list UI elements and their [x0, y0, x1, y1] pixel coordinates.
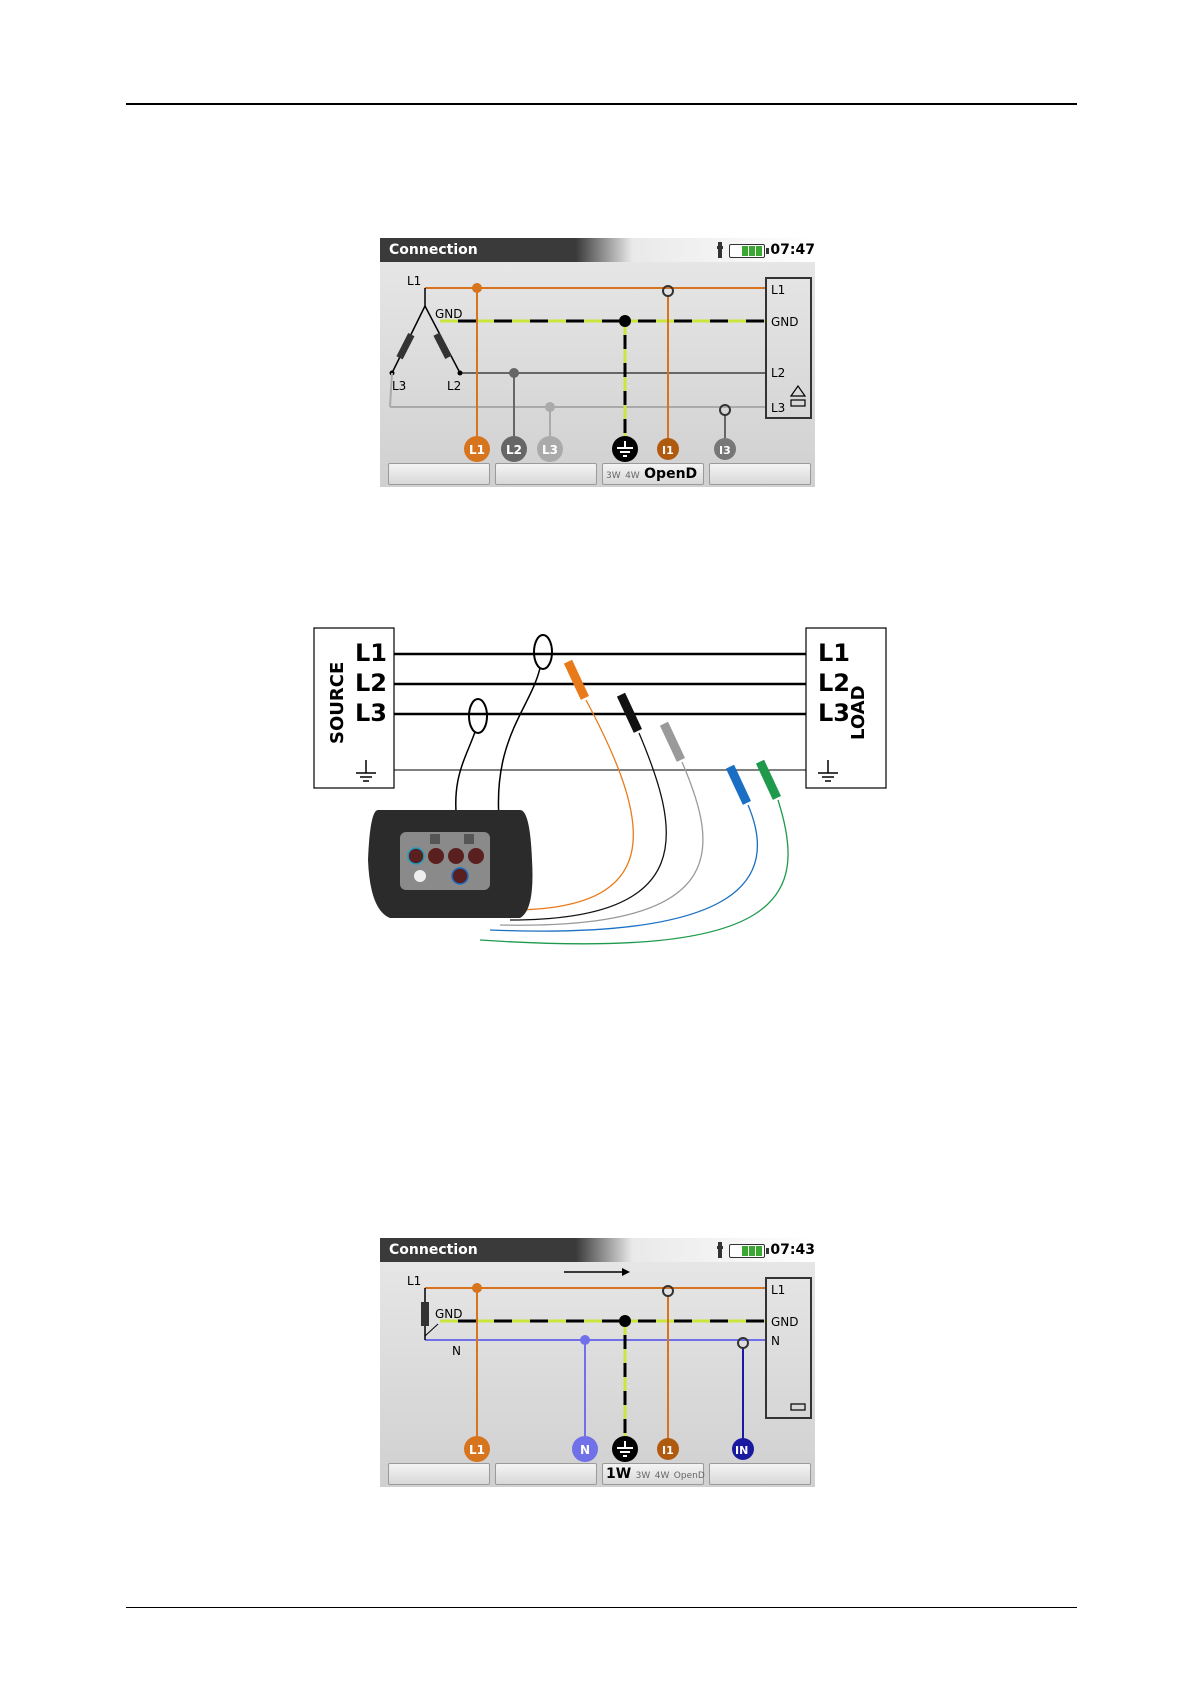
softkey-1[interactable]	[388, 463, 490, 485]
wiring-diagram: SOURCE L1 L2 L3 LOAD L1 L2 L3	[310, 620, 910, 980]
source-gnd-label: GND	[435, 1307, 463, 1321]
load-l2-label: L2	[771, 366, 785, 380]
softkey-3-connection-type[interactable]: 1W 3W 4W OpenD	[602, 1463, 704, 1485]
source-gnd-label: GND	[435, 307, 463, 321]
source-n-label: N	[452, 1344, 461, 1358]
connection-diagram: L1 GND L3 L2 L1 GND L2 L3 L1 L2 L3	[380, 238, 815, 487]
softkey-2[interactable]	[495, 463, 597, 485]
source-l1: L1	[355, 639, 387, 667]
terminal-n-label: N	[580, 1443, 590, 1457]
load-n-label: N	[771, 1334, 780, 1348]
softkey-3-connection-type[interactable]: 3W 4W OpenD	[602, 463, 704, 485]
load-label: LOAD	[848, 685, 869, 740]
terminal-l3-label: L3	[542, 443, 558, 457]
terminal-i1-label: I1	[662, 1444, 674, 1457]
option-3w: 3W	[606, 471, 621, 481]
option-opend-selected: OpenD	[644, 466, 697, 482]
option-4w: 4W	[655, 1471, 670, 1481]
instrument-device	[368, 810, 533, 918]
direction-arrow-icon	[622, 1268, 630, 1276]
terminal-in-label: IN	[735, 1444, 748, 1457]
connection-diagram: L1 GND N L1 GND N L1 N I1 IN	[380, 1238, 815, 1487]
connection-screen-1w: Connection 07:43 L1 GND N L1 GND N	[380, 1238, 815, 1487]
load-gnd-label: GND	[771, 1315, 799, 1329]
source-l2: L2	[355, 669, 387, 697]
terminal-l1-label: L1	[469, 1443, 485, 1457]
softkey-4[interactable]	[709, 1463, 811, 1485]
softkey-4[interactable]	[709, 463, 811, 485]
option-4w: 4W	[625, 471, 640, 481]
source-label: SOURCE	[327, 662, 348, 744]
load-l1-label: L1	[771, 1283, 785, 1297]
source-l3-label: L3	[392, 379, 406, 393]
load-l3: L3	[818, 699, 850, 727]
load-l1: L1	[818, 639, 850, 667]
source-l3: L3	[355, 699, 387, 727]
load-l1-label: L1	[771, 283, 785, 297]
terminal-i3-label: I3	[719, 444, 731, 457]
footer-rule	[126, 1607, 1077, 1608]
terminal-i1-label: I1	[662, 444, 674, 457]
softkey-1[interactable]	[388, 1463, 490, 1485]
terminal-l2-label: L2	[506, 443, 522, 457]
source-l1-label: L1	[407, 1274, 421, 1288]
probe-black	[510, 693, 666, 920]
terminal-l1-label: L1	[469, 443, 485, 457]
source-l1-label: L1	[407, 274, 421, 288]
load-gnd-label: GND	[771, 315, 799, 329]
softkey-2[interactable]	[495, 1463, 597, 1485]
header-rule	[126, 103, 1077, 105]
option-1w-selected: 1W	[606, 1466, 631, 1482]
option-opend: OpenD	[674, 1471, 705, 1481]
connection-screen-opend: Connection 07:47 L1 GND L3 L2 L1 GND	[380, 238, 815, 487]
option-3w: 3W	[636, 1471, 651, 1481]
load-l2: L2	[818, 669, 850, 697]
load-l3-label: L3	[771, 401, 785, 415]
source-l2-label: L2	[447, 379, 461, 393]
